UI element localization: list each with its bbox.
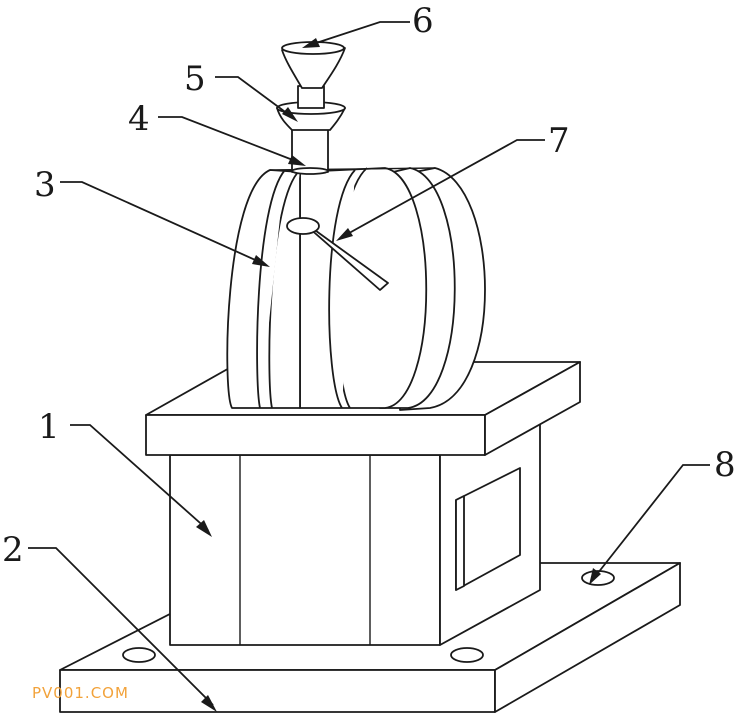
lever xyxy=(286,217,389,291)
callout-4: 4 xyxy=(128,99,150,139)
housing-body xyxy=(169,397,541,646)
callout-3: 3 xyxy=(34,165,56,205)
collar xyxy=(276,85,346,131)
callout-8: 8 xyxy=(714,445,736,485)
watermark-text: PV001.COM xyxy=(32,684,129,702)
callout-5: 5 xyxy=(184,59,206,99)
ring-drum xyxy=(226,167,486,411)
callout-1: 1 xyxy=(38,407,60,447)
knob xyxy=(281,41,346,89)
callout-7: 7 xyxy=(548,121,570,161)
callout-6: 6 xyxy=(412,1,434,41)
mounting-hole-front-right xyxy=(450,647,484,663)
callout-2: 2 xyxy=(2,530,24,570)
callout-leaders xyxy=(28,21,710,712)
mounting-hole-front-left xyxy=(122,647,156,663)
stem xyxy=(291,127,329,175)
